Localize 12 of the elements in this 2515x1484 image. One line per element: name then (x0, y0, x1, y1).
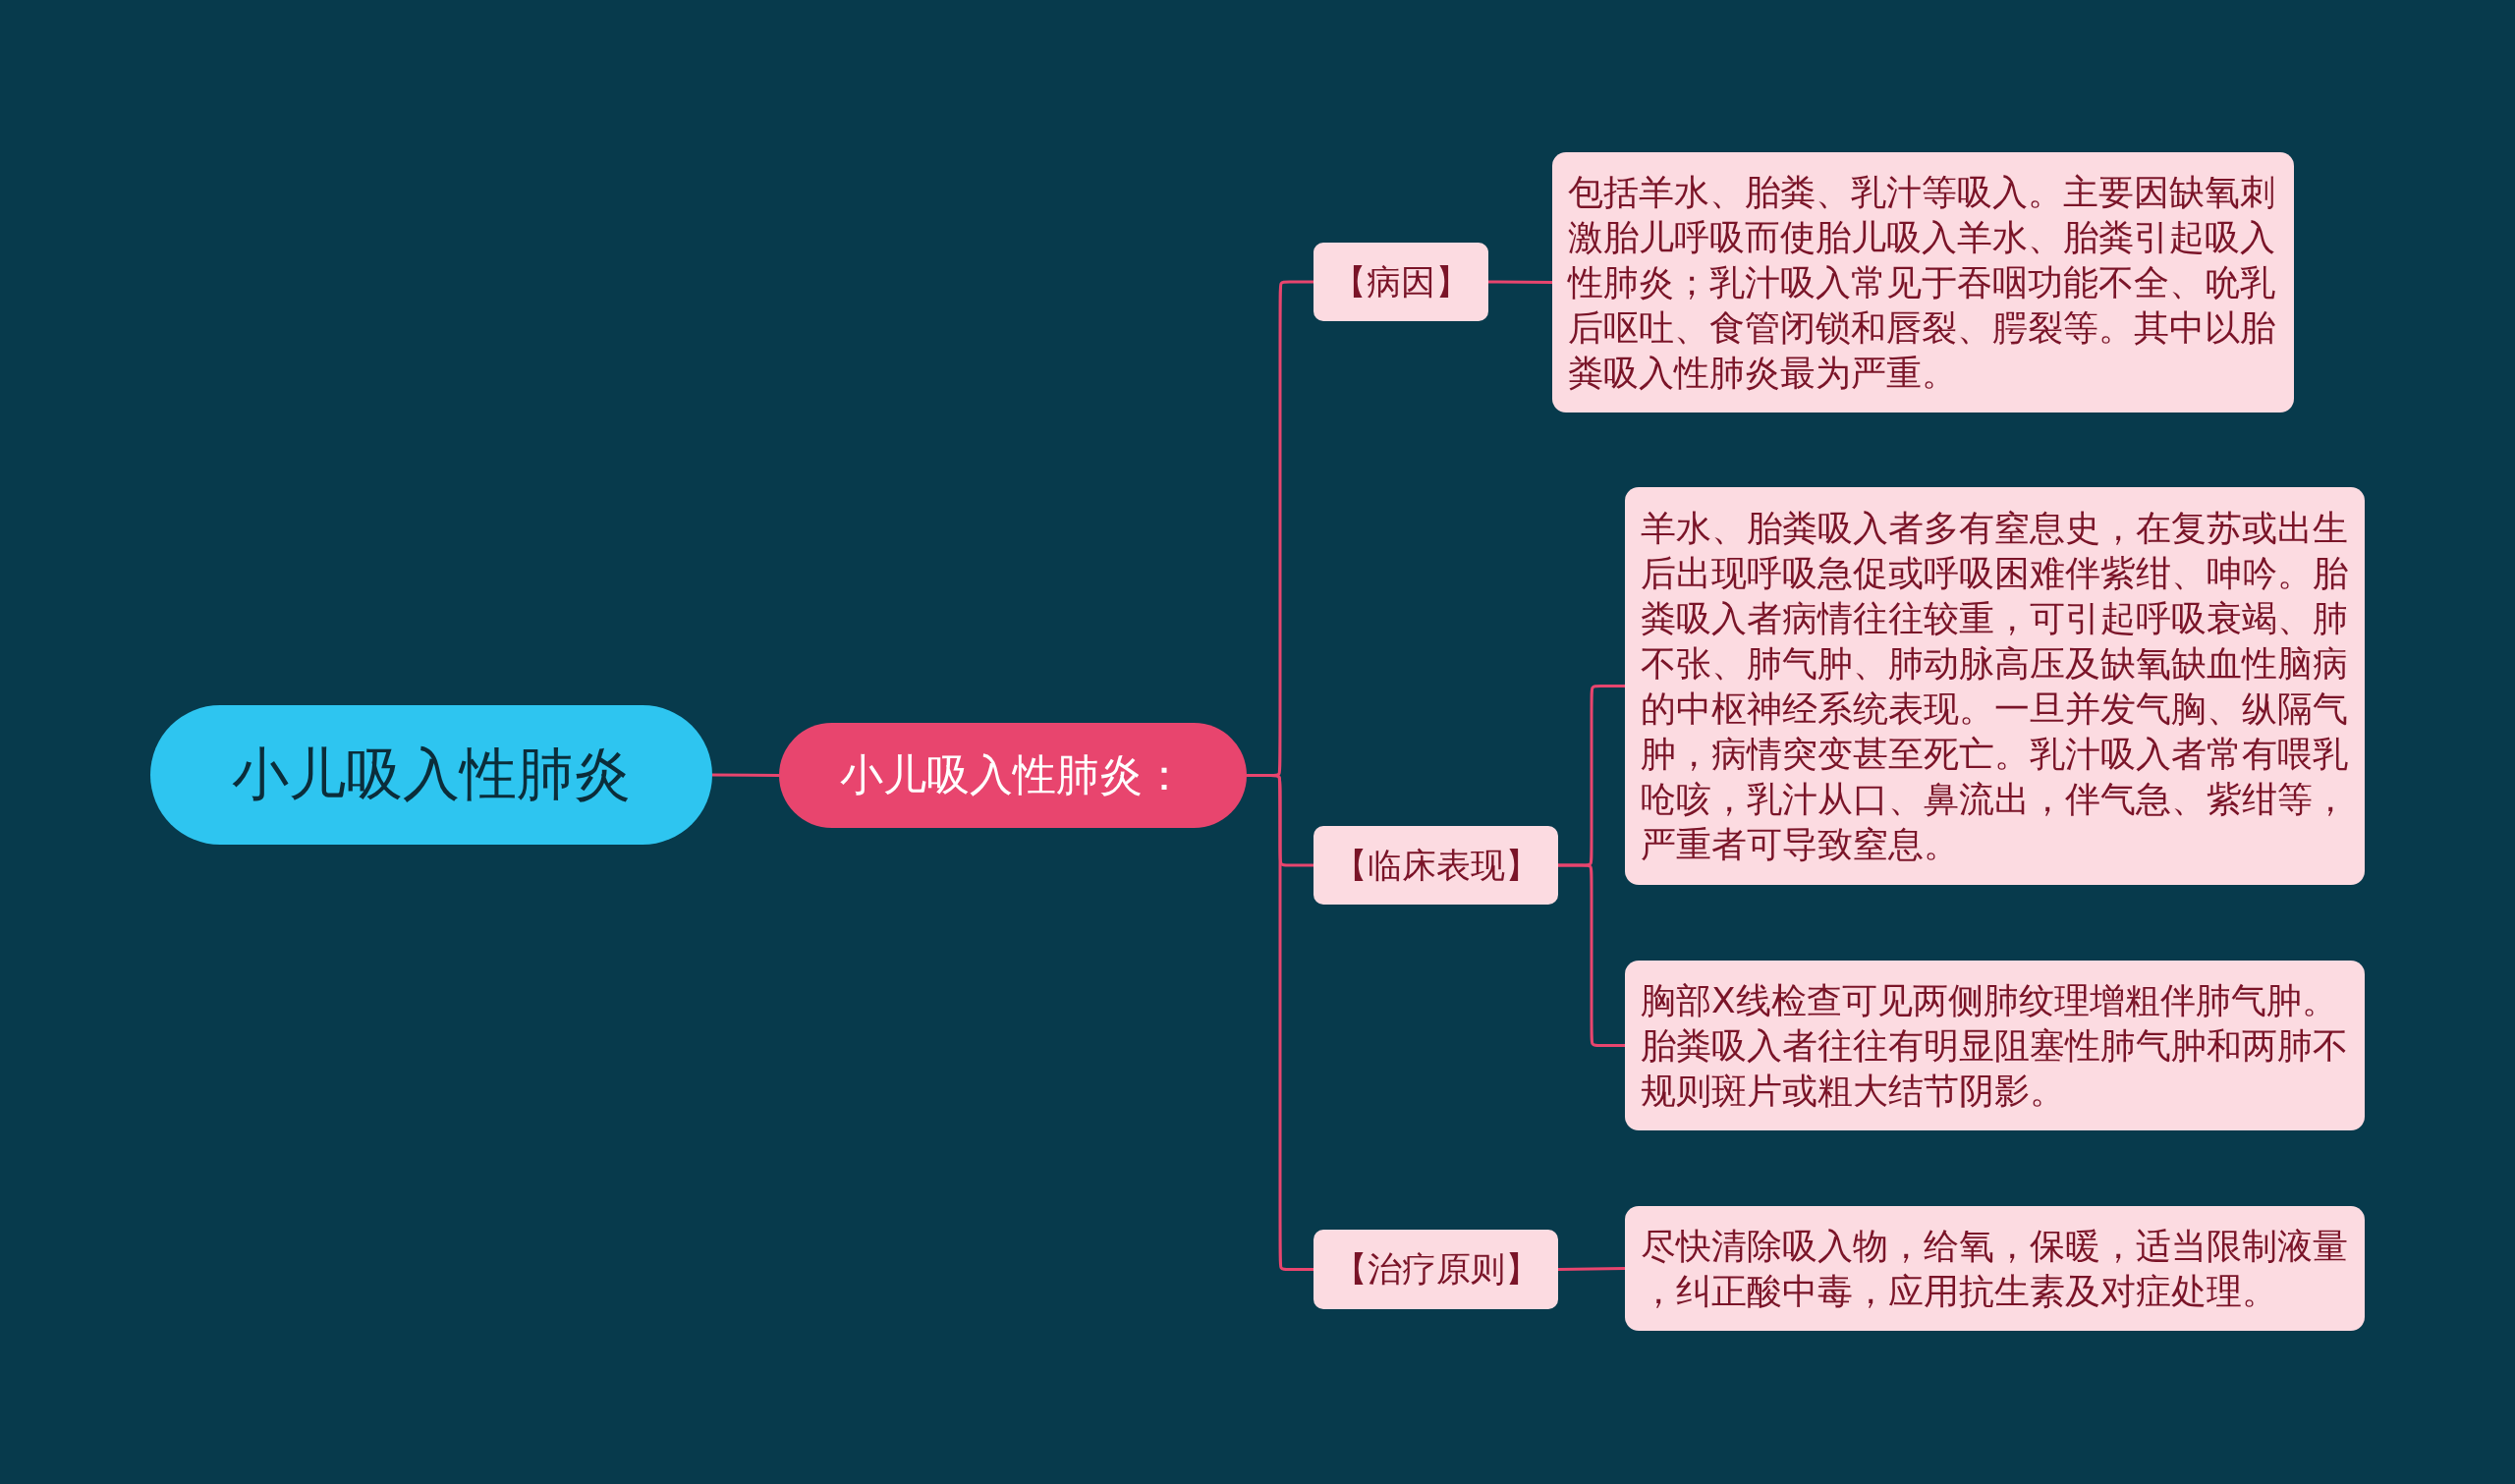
note-box: 包括羊水、胎粪、乳汁等吸入。主要因缺氧刺激胎儿呼吸而使胎儿吸入羊水、胎粪引起吸入性肺炎；乳汁吸入常见于吞咽功能不全、吮乳后呕吐、食管闭锁和唇裂、腭裂等。其中以胎粪吸入性肺炎最为严重。 (1552, 152, 2294, 412)
connector-line (712, 773, 779, 777)
subtopic-box: 【病因】 (1313, 243, 1488, 321)
main-topic: 小儿吸入性肺炎： (779, 723, 1247, 828)
note-box: 尽快清除吸入物，给氧，保暖，适当限制液量，纠正酸中毒，应用抗生素及对症处理。 (1625, 1206, 2365, 1331)
subtopic-box: 【临床表现】 (1313, 826, 1558, 905)
subtopic-box: 【治疗原则】 (1313, 1230, 1558, 1309)
connector-line (1488, 280, 1552, 284)
central-topic: 小儿吸入性肺炎 (150, 705, 712, 845)
connector-line (1557, 1267, 1626, 1271)
note-box: 羊水、胎粪吸入者多有窒息史，在复苏或出生后出现呼吸急促或呼吸困难伴紫绀、呻吟。胎粪吸入者病情往往较重，可引起呼吸衰竭、肺不张、肺气肿、肺动脉高压及缺氧缺血性脑病的中枢神经系统表现。一旦并发气胸、纵隔气肿，病情突变甚至死亡。乳汁吸入者常有喂乳呛咳，乳汁从口、鼻流出，伴气急、紫绀等，严重者可导致窒息。 (1625, 487, 2365, 885)
note-box: 胸部X线检查可见两侧肺纹理增粗伴肺气肿。胎粪吸入者往往有明显阻塞性肺气肿和两肺不规则斑片或粗大结节阴影。 (1625, 961, 2365, 1130)
